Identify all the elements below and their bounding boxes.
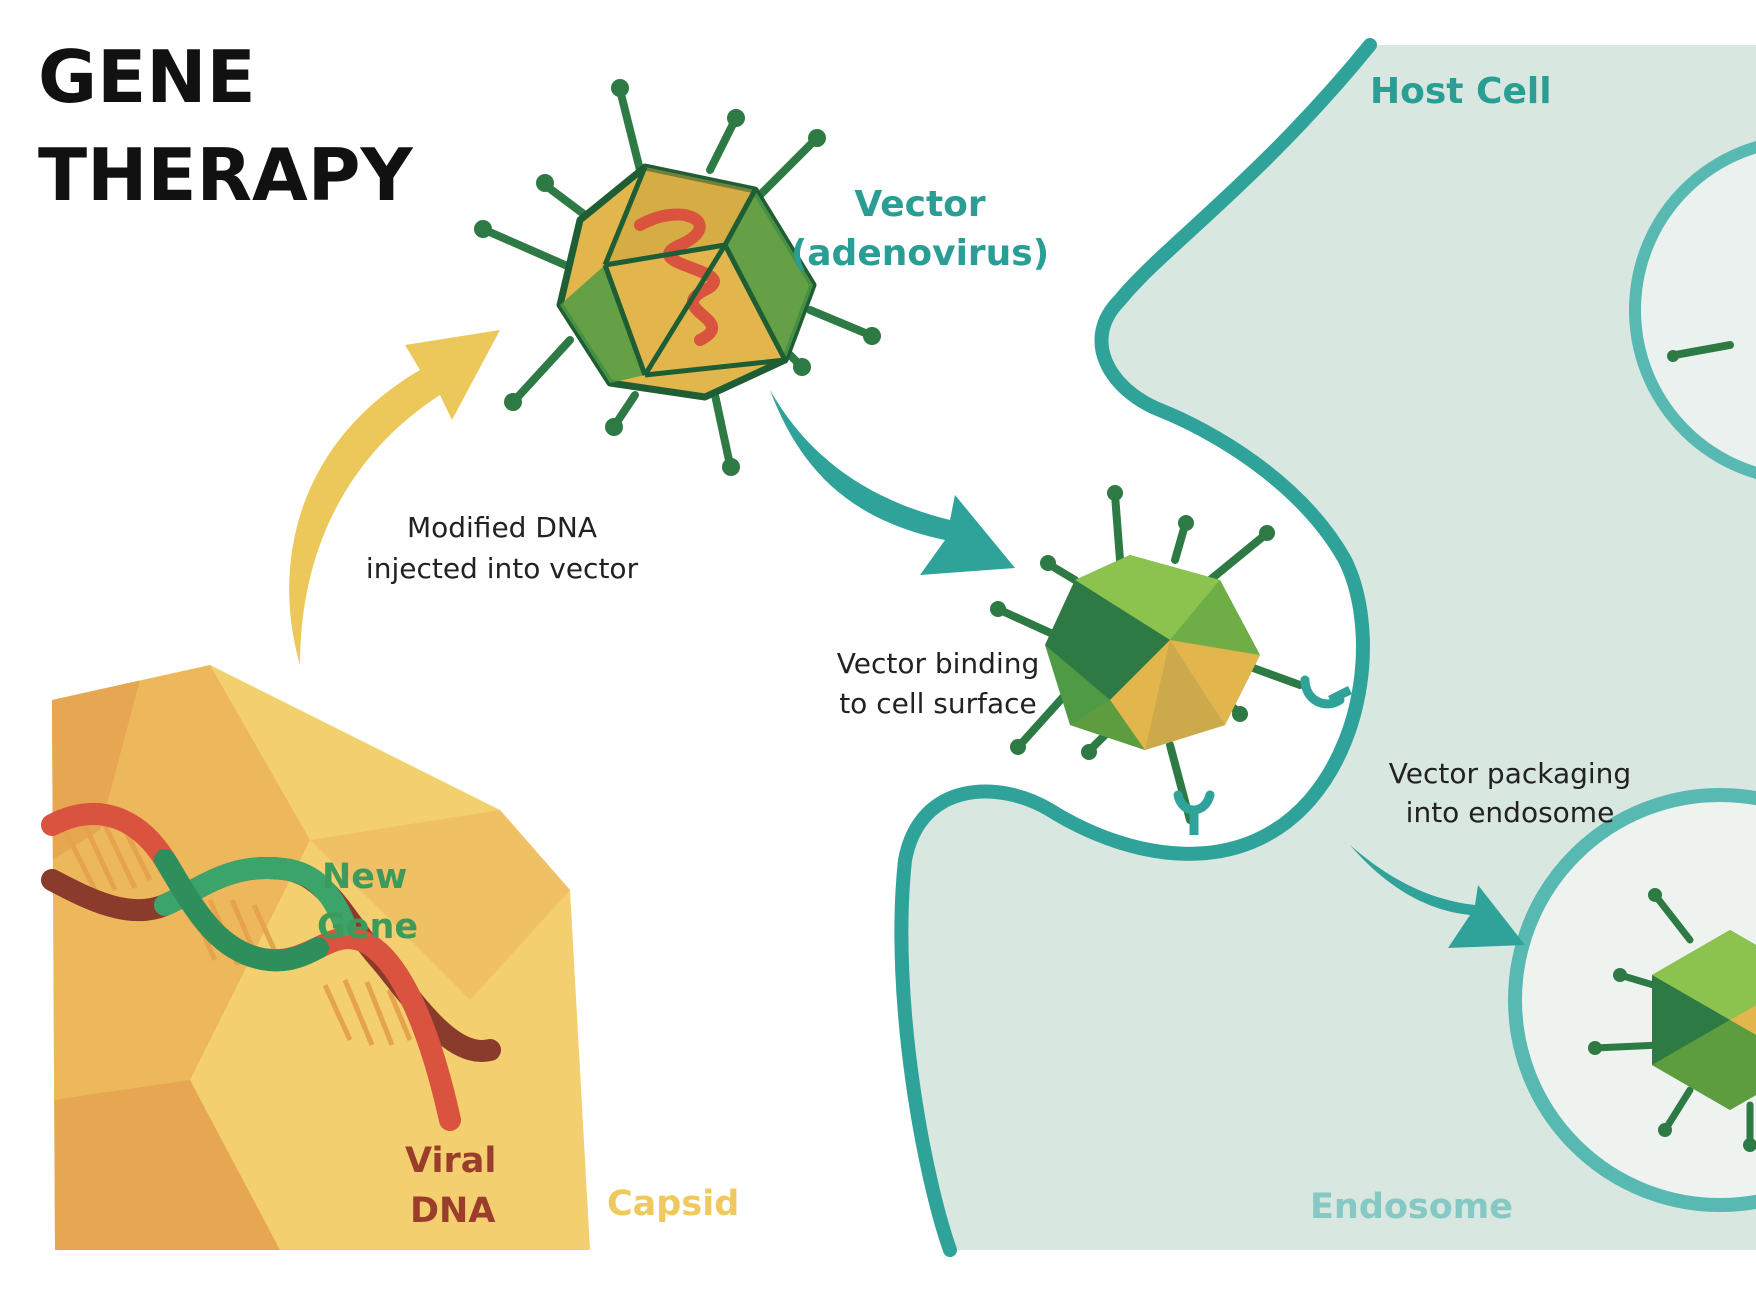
endosome-lower: [1508, 788, 1756, 1212]
adenovirus-icon-endosome: [1588, 888, 1756, 1152]
curved-arrow-icon-teal-2: [1350, 845, 1525, 948]
label-binding-1: Vector binding: [837, 647, 1040, 680]
host-cell-membrane: [894, 38, 1377, 1257]
label-modified-1: Modified DNA: [407, 511, 597, 544]
title-line-2: THERAPY: [38, 133, 413, 217]
dna-helix-icon: [41, 802, 501, 1131]
label-viral-dna-1: Viral: [405, 1141, 496, 1181]
endosome-upper: [1629, 140, 1756, 480]
label-new-gene-2: Gene: [317, 907, 418, 947]
receptor-icon-2: [1173, 790, 1215, 835]
label-new-gene-1: New: [322, 857, 407, 897]
label-capsid: Capsid: [607, 1184, 739, 1224]
label-vector-2: (adenovirus): [791, 233, 1049, 274]
label-host-cell: Host Cell: [1370, 71, 1552, 112]
label-viral-dna-2: DNA: [410, 1191, 495, 1231]
label-endosome: Endosome: [1310, 1187, 1513, 1227]
adenovirus-icon-binding: [990, 485, 1304, 824]
label-vector-1: Vector: [854, 184, 986, 225]
label-packaging-2: into endosome: [1406, 796, 1615, 829]
label-binding-2: to cell surface: [839, 687, 1037, 720]
curved-arrow-icon-yellow: [289, 330, 500, 665]
label-packaging-1: Vector packaging: [1389, 757, 1631, 790]
adenovirus-icon-vector: [474, 79, 881, 476]
curved-arrow-icon-teal-1: [770, 390, 1015, 575]
receptor-icon-1: [1300, 675, 1353, 709]
label-modified-2: injected into vector: [366, 552, 639, 585]
title-line-1: GENE: [38, 35, 256, 119]
